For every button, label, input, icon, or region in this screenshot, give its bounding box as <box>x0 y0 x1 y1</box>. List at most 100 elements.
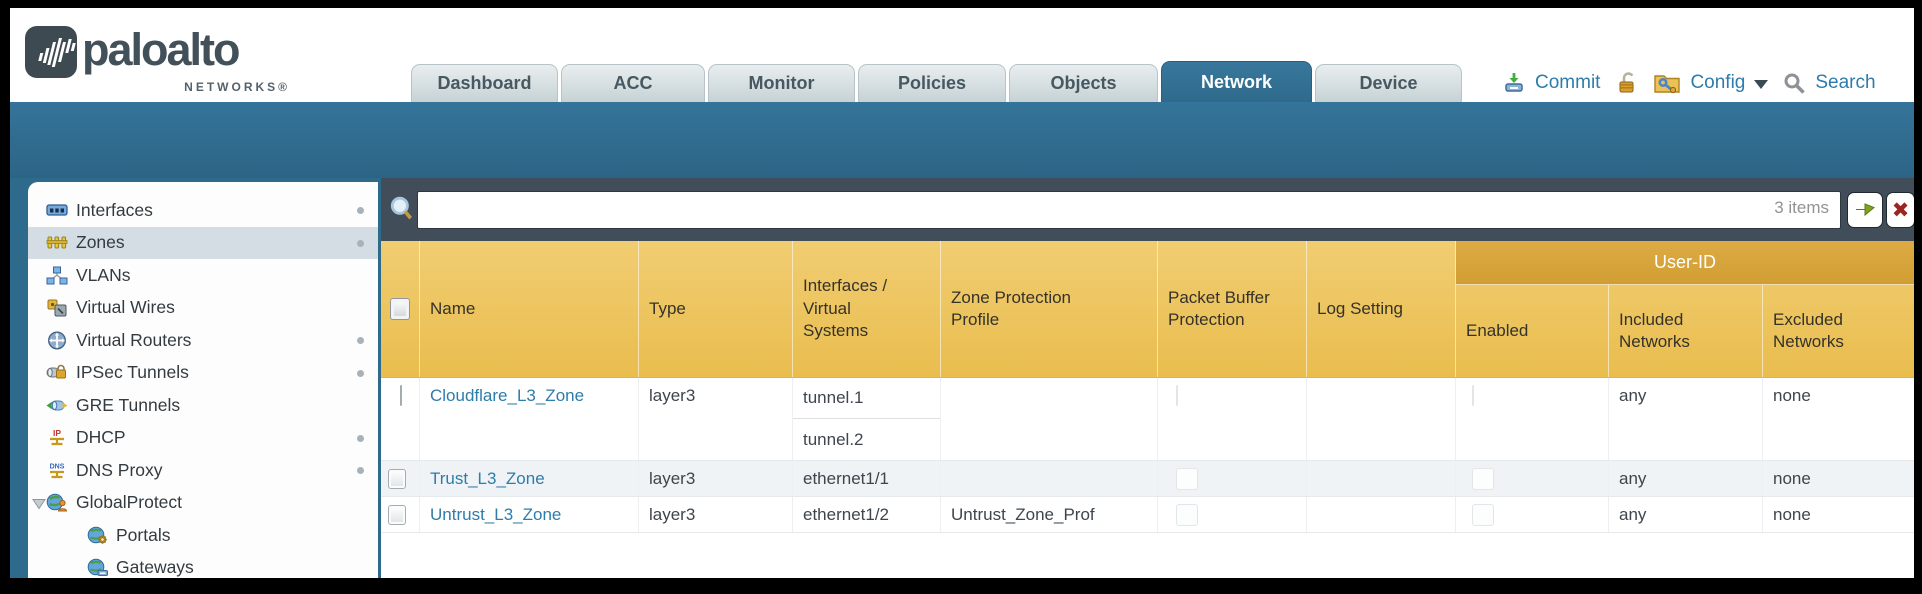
zone-type-cell: layer3 <box>639 378 793 460</box>
top-bar: paloalto NETWORKS® Dashboard ACC Monitor… <box>10 8 1914 102</box>
table-row[interactable]: Cloudflare_L3_Zone layer3 tunnel.1 tunne… <box>381 378 1914 461</box>
svg-text:IP: IP <box>53 428 61 438</box>
zone-protection-profile-cell: Untrust_Zone_Prof <box>941 497 1158 532</box>
sidebar-item-gateways[interactable]: Gateways <box>28 552 378 579</box>
table-row[interactable]: Trust_L3_Zone layer3 ethernet1/1 any non… <box>381 461 1914 497</box>
table-row[interactable]: Untrust_L3_Zone layer3 ethernet1/2 Untru… <box>381 497 1914 533</box>
sidebar-item-label: Virtual Wires <box>76 297 175 318</box>
sidebar-item-zones[interactable]: Zones <box>28 226 378 259</box>
column-header-packet-buffer-protection[interactable]: Packet Buffer Protection <box>1158 241 1307 377</box>
row-checkbox[interactable] <box>388 504 406 525</box>
filter-toolbar: 3 items ✖ <box>381 178 1914 241</box>
sidebar-item-portals[interactable]: Portals <box>28 519 378 552</box>
zone-name-link[interactable]: Cloudflare_L3_Zone <box>430 386 585 405</box>
column-label: Enabled <box>1466 320 1529 340</box>
zone-name-link[interactable]: Untrust_L3_Zone <box>430 504 562 524</box>
tab-label: Policies <box>897 73 967 93</box>
apply-filter-button[interactable] <box>1847 192 1883 228</box>
zone-type-cell: layer3 <box>639 497 793 532</box>
sidebar-item-dhcp[interactable]: IP DHCP <box>28 422 378 455</box>
column-header-log-setting[interactable]: Log Setting <box>1307 241 1456 377</box>
has-items-dot <box>357 239 364 247</box>
sidebar-item-label: DNS Proxy <box>76 459 163 480</box>
tab-objects[interactable]: Objects <box>1009 64 1158 102</box>
has-items-dot <box>357 467 364 474</box>
column-header-name[interactable]: Name <box>420 241 639 377</box>
commit-button[interactable]: Commit <box>1535 72 1601 93</box>
search-icon[interactable] <box>1783 72 1806 95</box>
sidebar-item-dns-proxy[interactable]: DNS DNS Proxy <box>28 454 378 487</box>
sidebar-list: Interfaces Zones <box>28 182 378 578</box>
clear-x-icon: ✖ <box>1891 198 1910 222</box>
sidebar-item-label: DHCP <box>76 427 126 448</box>
config-caret-down-icon[interactable] <box>1754 80 1769 89</box>
filter-input[interactable] <box>417 191 1841 229</box>
gre-tunnels-icon <box>46 400 68 411</box>
row-checkbox[interactable] <box>388 468 406 489</box>
config-icon[interactable] <box>1653 71 1681 95</box>
column-label: Included Networks <box>1619 309 1690 351</box>
user-id-enabled-checkbox[interactable] <box>1472 385 1474 406</box>
portals-icon <box>87 526 107 544</box>
network-sidebar: Interfaces Zones <box>28 182 378 578</box>
lock-icon[interactable] <box>1617 71 1638 95</box>
column-label: Packet Buffer Protection <box>1168 287 1270 329</box>
sidebar-item-globalprotect[interactable]: GlobalProtect <box>28 487 378 520</box>
sidebar-item-interfaces[interactable]: Interfaces <box>28 194 378 227</box>
column-header-included-networks[interactable]: Included Networks <box>1609 285 1763 377</box>
virtual-wires-icon <box>47 299 67 317</box>
column-header-zone-protection-profile[interactable]: Zone Protection Profile <box>941 241 1158 377</box>
sidebar-item-ipsec-tunnels[interactable]: IPSec Tunnels <box>28 357 378 390</box>
tab-monitor[interactable]: Monitor <box>708 64 855 102</box>
packet-buffer-protection-checkbox[interactable] <box>1176 503 1198 526</box>
column-label: Zone Protection Profile <box>951 287 1072 329</box>
config-button[interactable]: Config <box>1690 72 1746 93</box>
has-items-dot <box>357 207 364 214</box>
sidebar-item-virtual-routers[interactable]: Virtual Routers <box>28 324 378 357</box>
column-label: Name <box>430 298 476 318</box>
column-header-interfaces[interactable]: Interfaces / Virtual Systems <box>793 241 941 377</box>
sidebar-item-label: Portals <box>116 524 171 545</box>
tab-network[interactable]: Network <box>1161 61 1312 102</box>
sidebar-item-label: GlobalProtect <box>76 492 183 513</box>
has-items-dot <box>357 434 364 442</box>
user-id-group-header: User-ID <box>1456 241 1914 285</box>
user-id-label: User-ID <box>1654 252 1716 272</box>
search-button[interactable]: Search <box>1815 72 1876 93</box>
sidebar-item-vlans[interactable]: VLANs <box>28 259 378 292</box>
column-header-type[interactable]: Type <box>639 241 793 377</box>
tab-device[interactable]: Device <box>1315 64 1462 102</box>
sidebar-item-virtual-wires[interactable]: Virtual Wires <box>28 292 378 325</box>
sidebar-item-label: Virtual Routers <box>76 329 192 350</box>
select-all-checkbox[interactable] <box>390 298 410 320</box>
tab-dashboard[interactable]: Dashboard <box>411 64 558 102</box>
sidebar-item-gre-tunnels[interactable]: GRE Tunnels <box>28 389 378 422</box>
column-label: Log Setting <box>1317 298 1404 318</box>
interfaces-cell: tunnel.1 tunnel.2 <box>793 378 941 460</box>
brand-name: paloalto <box>82 24 241 75</box>
tab-policies[interactable]: Policies <box>858 64 1006 102</box>
row-checkbox[interactable] <box>400 385 402 406</box>
table-body: Cloudflare_L3_Zone layer3 tunnel.1 tunne… <box>381 378 1914 533</box>
virtual-routers-icon <box>48 331 66 350</box>
expander-down-icon[interactable] <box>32 498 46 510</box>
packet-buffer-protection-checkbox[interactable] <box>1176 467 1198 490</box>
column-header-excluded-networks[interactable]: Excluded Networks <box>1763 285 1914 377</box>
page: paloalto NETWORKS® Dashboard ACC Monitor… <box>10 8 1914 578</box>
table-header: User-ID Name Type Interfaces / Virtual S… <box>381 241 1914 378</box>
zone-name-link[interactable]: Trust_L3_Zone <box>430 468 545 488</box>
user-id-enabled-checkbox[interactable] <box>1472 467 1494 490</box>
gateways-icon <box>87 558 108 577</box>
packet-buffer-protection-checkbox[interactable] <box>1176 385 1178 406</box>
commit-icon[interactable] <box>1502 71 1526 95</box>
column-header-enabled[interactable]: Enabled <box>1456 285 1609 377</box>
clear-filter-button[interactable]: ✖ <box>1886 192 1914 228</box>
vlans-icon <box>46 266 68 285</box>
svg-text:DNS: DNS <box>50 463 65 470</box>
tab-acc[interactable]: ACC <box>561 64 705 102</box>
log-setting-cell <box>1307 378 1456 460</box>
tab-label: Network <box>1200 71 1272 92</box>
dhcp-icon: IP <box>50 428 64 446</box>
user-id-enabled-checkbox[interactable] <box>1472 503 1494 526</box>
